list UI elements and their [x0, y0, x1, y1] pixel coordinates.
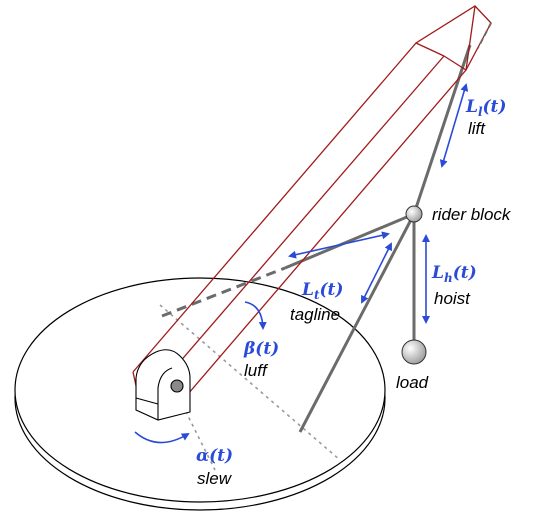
label-lift: Ll(t) lift [465, 97, 506, 138]
tagline-arrow-upper [288, 231, 390, 259]
luff-arrow [244, 301, 267, 330]
label-luff: β(t) luff [243, 339, 279, 380]
svg-text:Ll(t): Ll(t) [465, 97, 506, 119]
svg-text:Lt(t): Lt(t) [301, 280, 343, 302]
svg-text:tagline: tagline [290, 305, 340, 324]
svg-text:β(t): β(t) [243, 339, 279, 359]
svg-text:Lh(t): Lh(t) [431, 263, 477, 285]
label-tagline: Lt(t) tagline [290, 280, 343, 324]
svg-text:slew: slew [197, 469, 233, 488]
mast-cable [298, 213, 416, 433]
load-ball [401, 339, 427, 365]
tagline-arrow-lower [361, 242, 392, 304]
boom [132, 5, 492, 395]
rider-block-node [405, 205, 423, 223]
rider-block-label: rider block [432, 205, 512, 224]
tagline-cable [284, 212, 415, 270]
svg-text:α(t): α(t) [196, 446, 233, 466]
load-label: load [396, 373, 429, 392]
label-hoist: Lh(t) hoist [431, 263, 477, 308]
slew-arrow [134, 431, 190, 444]
tagline-hidden [161, 266, 286, 318]
svg-text:hoist: hoist [434, 289, 471, 308]
annotation-arrows [134, 83, 469, 444]
lift-cable [412, 44, 472, 215]
label-slew: α(t) slew [196, 446, 233, 488]
svg-text:lift: lift [468, 119, 486, 138]
lift-arrow [439, 83, 469, 168]
boom-mount [135, 349, 191, 421]
base-platform [14, 277, 386, 511]
svg-text:luff: luff [244, 361, 269, 380]
boom-tip-hidden [477, 22, 492, 49]
